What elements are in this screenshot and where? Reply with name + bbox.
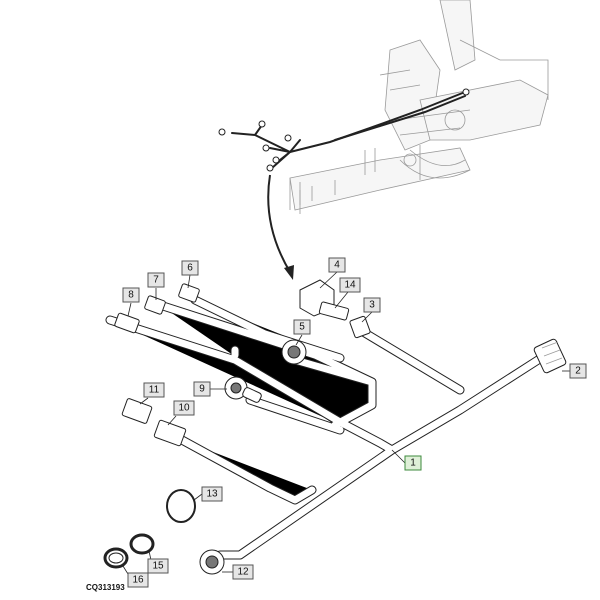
svg-text:5: 5 [299, 322, 305, 333]
clamp-13 [166, 489, 196, 523]
svg-text:8: 8 [128, 290, 134, 301]
ring-15 [129, 533, 155, 555]
callout-15: 15 [147, 558, 169, 574]
connector-11 [121, 398, 153, 424]
svg-text:9: 9 [199, 384, 205, 395]
reference-arrow [267, 174, 291, 273]
callout-13: 13 [201, 486, 223, 502]
connector-5 [281, 339, 307, 365]
svg-text:11: 11 [149, 385, 160, 396]
machine-frame-illustration [289, 0, 549, 214]
connector-7 [144, 295, 166, 315]
main-harness [110, 300, 538, 555]
svg-text:15: 15 [152, 561, 164, 572]
connector-10 [153, 419, 187, 447]
svg-text:2: 2 [575, 366, 581, 377]
callout-3: 3 [363, 297, 381, 313]
callout-12: 12 [232, 564, 254, 580]
callout-7: 7 [147, 272, 165, 288]
connector-14 [318, 301, 350, 321]
svg-text:6: 6 [187, 263, 193, 274]
ring-16 [103, 547, 129, 569]
connector-3 [349, 315, 371, 339]
connector-6 [178, 283, 200, 303]
callout-4: 4 [328, 257, 346, 273]
callout-10: 10 [173, 400, 195, 416]
svg-text:14: 14 [344, 280, 356, 291]
connector-2 [533, 338, 567, 374]
figure-reference-code: CQ313193 [86, 583, 125, 592]
callout-11: 11 [143, 382, 165, 398]
callout-9: 9 [193, 381, 211, 397]
svg-text:13: 13 [206, 489, 218, 500]
callout-8: 8 [122, 287, 140, 303]
svg-text:7: 7 [153, 275, 159, 286]
callout-5: 5 [293, 319, 311, 335]
callout-6: 6 [181, 260, 199, 276]
svg-text:10: 10 [178, 403, 190, 414]
installed-harness-illustration [218, 88, 470, 172]
connector-12 [199, 549, 225, 575]
svg-text:16: 16 [132, 575, 144, 586]
callout-2: 2 [569, 363, 587, 379]
svg-text:4: 4 [334, 260, 340, 271]
reference-arrow-head [284, 265, 294, 280]
connector-9 [224, 376, 262, 403]
svg-text:3: 3 [369, 300, 375, 311]
callout-14: 14 [339, 277, 361, 293]
svg-text:12: 12 [237, 567, 249, 578]
connector-8 [114, 312, 140, 334]
callout-16: 16 [127, 572, 149, 588]
svg-text:1: 1 [410, 458, 416, 469]
callout-1: 1 [404, 455, 422, 471]
leader-lines [122, 271, 570, 575]
